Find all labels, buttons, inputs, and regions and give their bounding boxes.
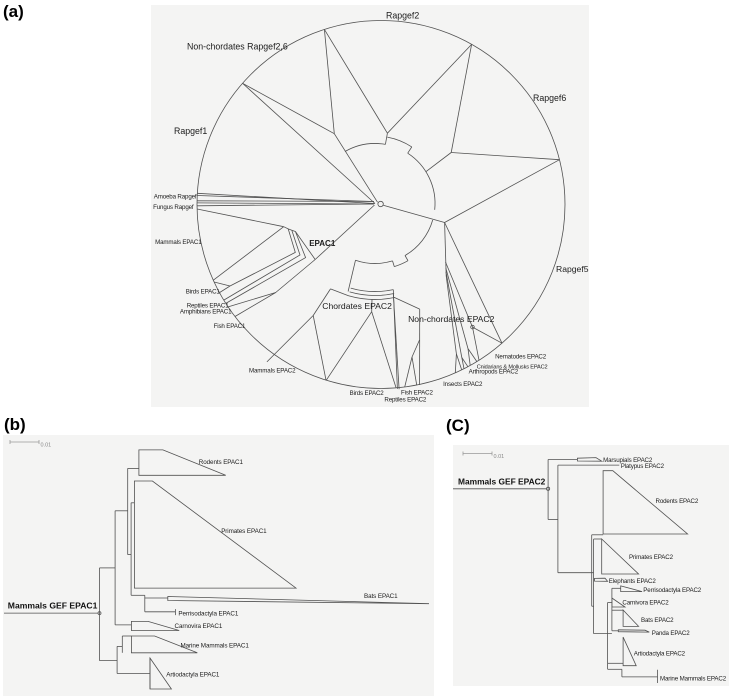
svg-text:Fish EPAC1: Fish EPAC1 (214, 323, 246, 330)
svg-text:Marine Mammals EPAC1: Marine Mammals EPAC1 (181, 642, 250, 649)
svg-text:Rapgef6: Rapgef6 (533, 93, 566, 103)
svg-text:Primates EPAC1: Primates EPAC1 (221, 528, 267, 535)
svg-text:Rodents EPAC2: Rodents EPAC2 (656, 498, 699, 505)
svg-text:Carnovira EPAC1: Carnovira EPAC1 (175, 623, 223, 630)
svg-text:Marsupials EPAC2: Marsupials EPAC2 (603, 457, 653, 464)
svg-text:Cnidarians & Mollusks EPAC2: Cnidarians & Mollusks EPAC2 (477, 365, 548, 371)
svg-text:Primates EPAC2: Primates EPAC2 (629, 554, 674, 561)
svg-text:Arthropods EPAC2: Arthropods EPAC2 (469, 369, 519, 376)
svg-text:Rapgef1: Rapgef1 (174, 126, 207, 136)
svg-text:Carnivora EPAC2: Carnivora EPAC2 (622, 600, 669, 607)
svg-text:Artiodactyla EPAC2: Artiodactyla EPAC2 (634, 651, 686, 658)
svg-text:Bats EPAC2: Bats EPAC2 (641, 617, 674, 624)
svg-text:Amoeba Rapgef: Amoeba Rapgef (154, 193, 197, 200)
svg-text:Fungus Rapgef: Fungus Rapgef (153, 204, 194, 211)
svg-text:0.01: 0.01 (41, 442, 52, 448)
svg-text:Nematodes EPAC2: Nematodes EPAC2 (495, 353, 547, 360)
svg-text:Non-chordates Rapgef2,6: Non-chordates Rapgef2,6 (187, 42, 288, 52)
svg-text:Non-chordates EPAC2: Non-chordates EPAC2 (408, 314, 495, 324)
svg-text:Mammals GEF EPAC2: Mammals GEF EPAC2 (458, 476, 546, 486)
svg-text:Mammals EPAC2: Mammals EPAC2 (249, 368, 296, 375)
svg-text:Elephants EPAC2: Elephants EPAC2 (609, 578, 657, 585)
svg-text:Fish EPAC2: Fish EPAC2 (401, 390, 433, 397)
svg-text:Mammals GEF EPAC1: Mammals GEF EPAC1 (8, 600, 98, 610)
svg-text:Perrisodactyla EPAC2: Perrisodactyla EPAC2 (643, 587, 701, 594)
svg-text:Chordates EPAC2: Chordates EPAC2 (322, 301, 392, 311)
svg-text:Marine Mammals EPAC2: Marine Mammals EPAC2 (660, 675, 727, 682)
svg-text:Birds EPAC2: Birds EPAC2 (350, 390, 385, 397)
svg-text:Amphibians EPAC1: Amphibians EPAC1 (180, 309, 232, 316)
svg-text:Reptiles EPAC1: Reptiles EPAC1 (187, 302, 230, 309)
svg-text:Rapgef2: Rapgef2 (386, 11, 419, 21)
svg-text:0.01: 0.01 (494, 454, 505, 460)
svg-text:Panda EPAC2: Panda EPAC2 (652, 630, 691, 637)
svg-text:EPAC1: EPAC1 (309, 239, 336, 248)
svg-text:Reptiles EPAC2: Reptiles EPAC2 (384, 397, 427, 404)
svg-text:Platypus EPAC2: Platypus EPAC2 (621, 463, 665, 470)
svg-text:Bats EPAC1: Bats EPAC1 (364, 592, 398, 599)
svg-text:Rodents EPAC1: Rodents EPAC1 (199, 459, 244, 466)
svg-text:Birds EPAC1: Birds EPAC1 (186, 289, 221, 296)
svg-text:Perrisodactyla EPAC1: Perrisodactyla EPAC1 (178, 610, 238, 617)
svg-text:Insects EPAC2: Insects EPAC2 (443, 381, 483, 388)
svg-text:Mammals EPAC1: Mammals EPAC1 (155, 239, 202, 246)
svg-text:Rapgef5: Rapgef5 (556, 264, 589, 274)
svg-text:Artiodactyla EPAC1: Artiodactyla EPAC1 (166, 671, 220, 678)
